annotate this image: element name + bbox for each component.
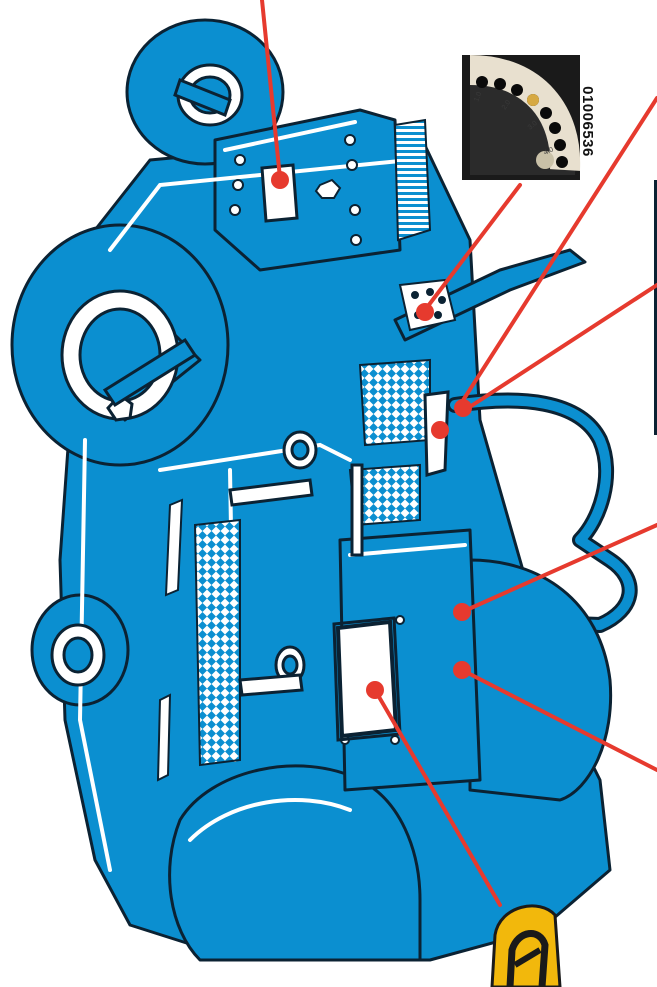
warning-badge (492, 906, 560, 987)
decal-console (338, 622, 396, 736)
adjustment-gauge-photo: 1.0 2.0 3.0 4.0 (462, 55, 580, 180)
grass-bag (470, 560, 611, 800)
engine-dome (170, 766, 420, 960)
leader-right-upper (465, 285, 657, 410)
